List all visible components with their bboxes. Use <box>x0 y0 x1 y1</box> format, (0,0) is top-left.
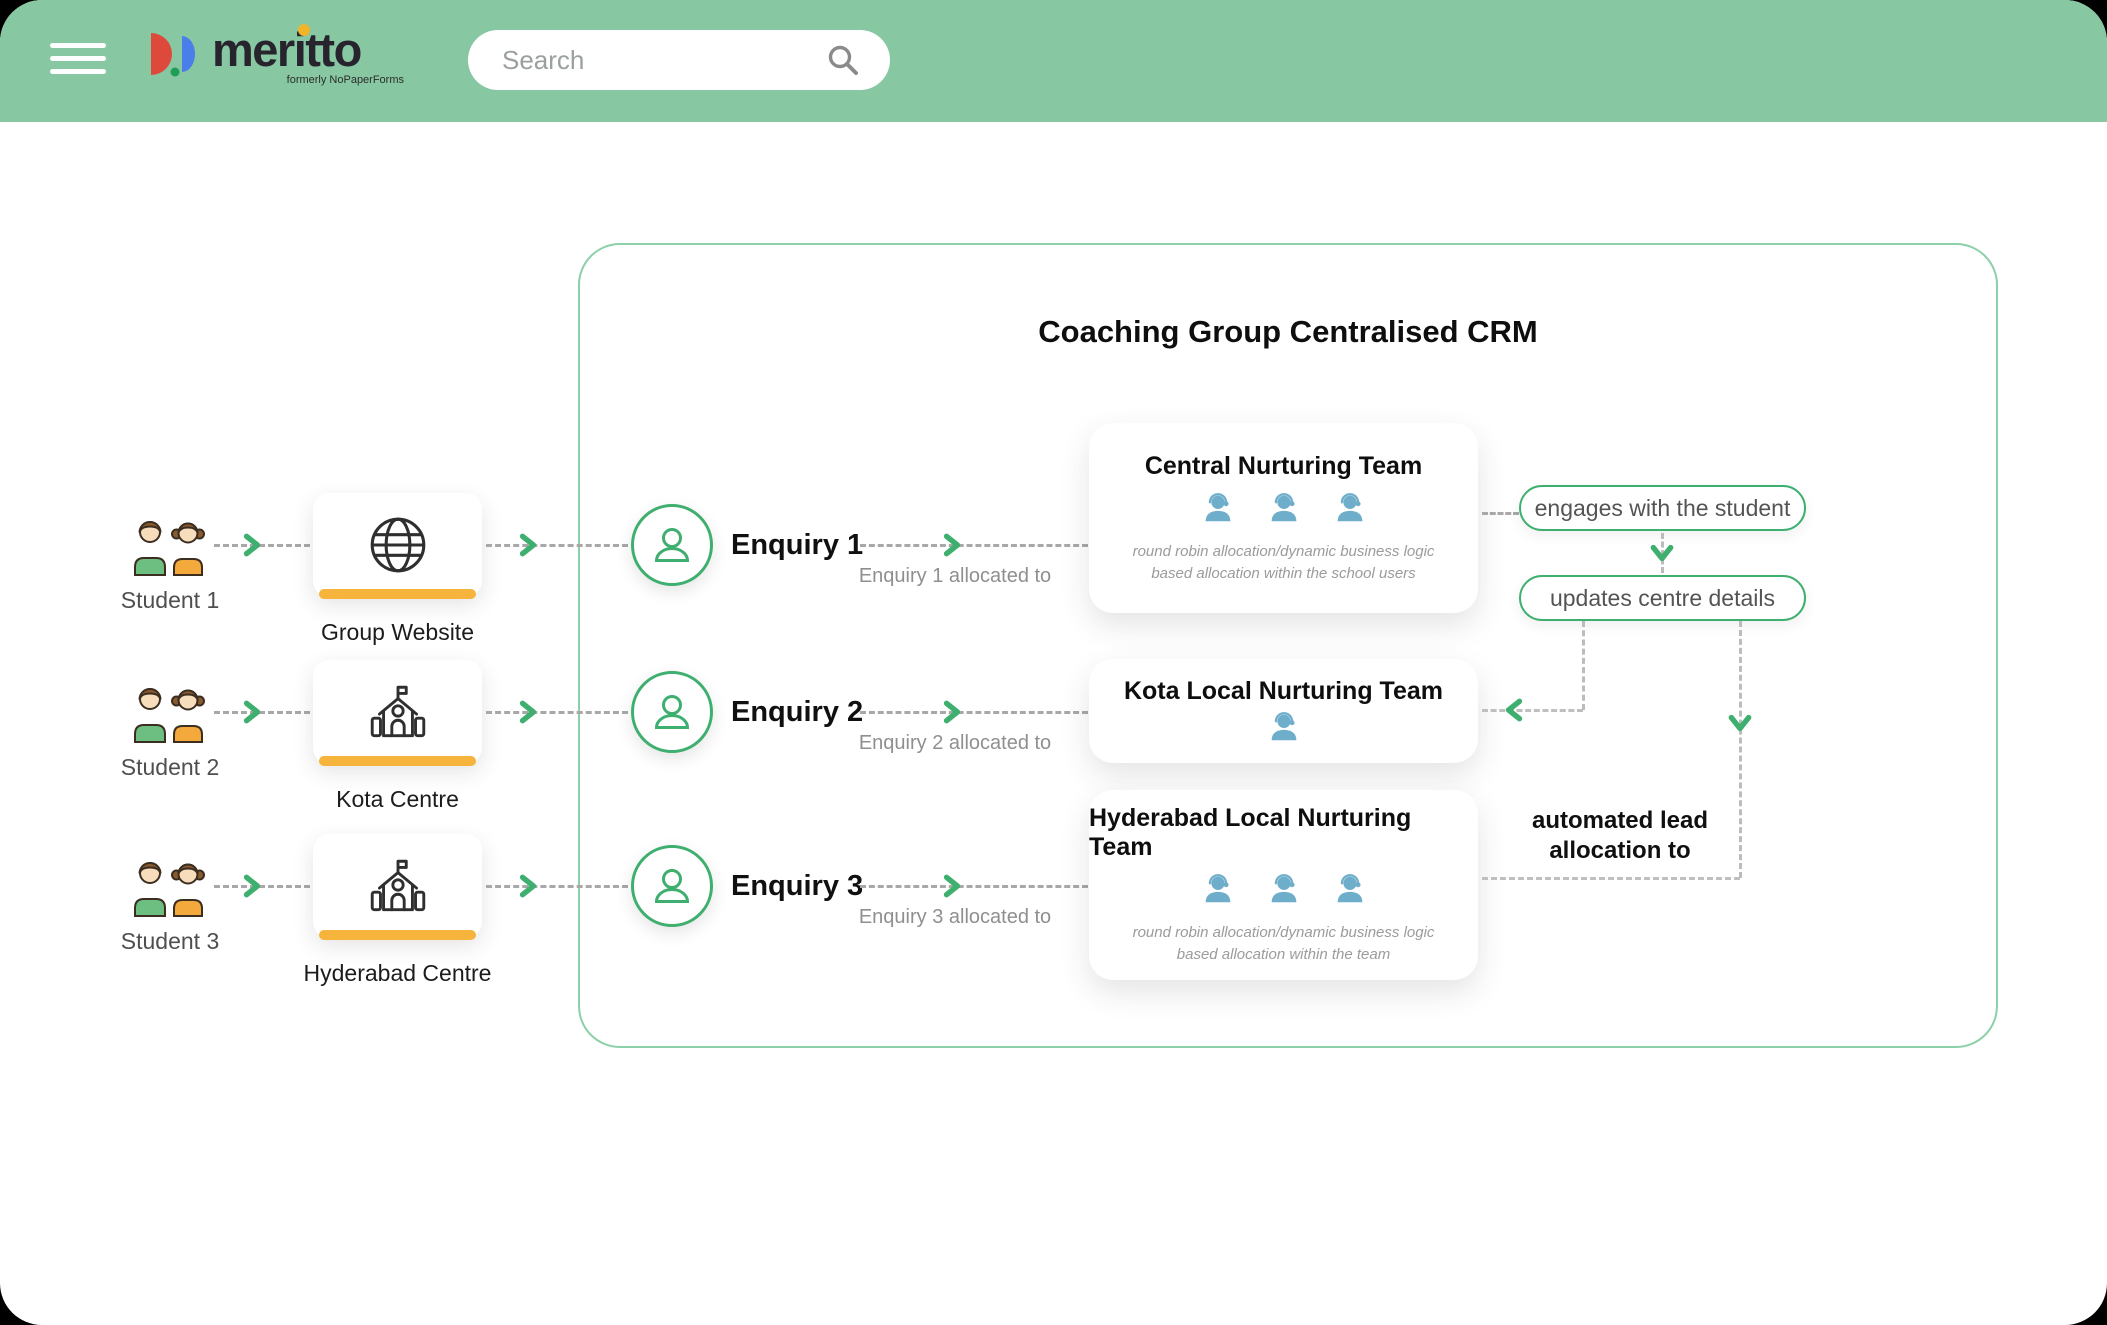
enquiry-label: Enquiry 1 <box>731 529 864 561</box>
team-card: Hyderabad Local Nurturing Team round rob… <box>1089 790 1478 980</box>
headset-icon <box>1337 492 1362 522</box>
team-title: Central Nurturing Team <box>1144 451 1423 480</box>
enquiry-circle <box>631 845 713 927</box>
centre-label: Kota Centre <box>336 786 459 812</box>
person-icon <box>654 869 690 903</box>
flow-dash <box>1482 512 1519 515</box>
team-note: round robin allocation/dynamic business … <box>1132 542 1435 582</box>
globe-icon <box>370 517 425 573</box>
flow-dash <box>1482 877 1740 880</box>
arrow-left-icon <box>1501 697 1527 723</box>
headset-icon <box>1205 492 1230 522</box>
headset-icon <box>1205 874 1230 903</box>
team-note: round robin allocation/dynamic business … <box>1132 924 1435 963</box>
flow-note: automated lead allocation to <box>1500 806 1740 866</box>
arrow-right-icon <box>939 873 965 899</box>
flow-note-line: allocation to <box>1549 837 1691 864</box>
allocation-label: Enquiry 2 allocated to <box>858 732 1052 754</box>
arrow-down-icon <box>1727 710 1753 736</box>
app-header: meritto formerly NoPaperForms <box>0 0 2107 122</box>
search-input[interactable] <box>468 30 890 90</box>
centre-underline <box>319 930 476 940</box>
search-bar <box>468 30 890 90</box>
enquiry-label: Enquiry 2 <box>731 696 864 728</box>
student-label: Student 2 <box>120 754 220 780</box>
student-pair-icon <box>134 688 205 743</box>
team-members <box>1199 870 1369 908</box>
student-label: Student 3 <box>120 928 220 954</box>
person-icon <box>654 528 690 562</box>
person-icon <box>654 695 690 729</box>
logo-mark-icon <box>151 33 195 77</box>
headset-icon <box>1271 874 1296 903</box>
arrow-right-icon <box>939 699 965 725</box>
hamburger-menu-button[interactable] <box>50 43 106 79</box>
flow-dash <box>486 544 628 547</box>
school-icon <box>370 685 425 738</box>
arrow-right-icon <box>239 699 265 725</box>
centre-card <box>313 660 482 766</box>
student-label: Student 1 <box>120 587 220 613</box>
student-pair-icon <box>134 521 205 576</box>
flow-note-line: automated lead <box>1531 807 1709 834</box>
headset-icon <box>1271 711 1296 740</box>
updates-pill: updates centre details <box>1519 575 1806 621</box>
enquiry-label: Enquiry 3 <box>731 870 864 902</box>
allocation-label: Enquiry 3 allocated to <box>858 906 1052 928</box>
hamburger-bar <box>50 69 106 74</box>
headset-icon <box>1271 492 1296 522</box>
team-card: Central Nurturing Team round robin alloc… <box>1089 423 1478 613</box>
arrow-right-icon <box>239 873 265 899</box>
centre-underline <box>319 589 476 599</box>
allocation-label: Enquiry 1 allocated to <box>858 565 1052 587</box>
enquiry-circle <box>631 504 713 586</box>
arrow-right-icon <box>515 532 541 558</box>
flow-dash <box>1582 621 1585 710</box>
headset-icon <box>1337 874 1362 903</box>
brand-logo: meritto formerly NoPaperForms <box>148 23 408 98</box>
centre-label: Hyderabad Centre <box>303 960 492 986</box>
flow-dash <box>214 711 310 714</box>
flow-dash <box>486 711 628 714</box>
team-title: Kota Local Nurturing Team <box>1123 676 1443 705</box>
logo-tagline: formerly NoPaperForms <box>286 74 404 86</box>
centre-card <box>313 493 482 599</box>
flow-dash <box>860 711 1088 714</box>
search-icon[interactable] <box>826 43 860 77</box>
flow-dash <box>214 544 310 547</box>
school-icon <box>370 859 425 912</box>
logo-i-dot <box>298 24 310 36</box>
flow-dash <box>486 885 628 888</box>
arrow-right-icon <box>939 532 965 558</box>
team-members <box>1199 489 1369 527</box>
crm-panel-title: Coaching Group Centralised CRM <box>1038 314 1538 349</box>
centre-label: Group Website <box>321 619 474 645</box>
arrow-right-icon <box>515 699 541 725</box>
hamburger-bar <box>50 56 106 61</box>
enquiry-circle <box>631 671 713 753</box>
flow-dash <box>1661 533 1664 573</box>
centre-card <box>313 834 482 940</box>
logo-text: meritto <box>212 23 362 76</box>
team-title: Hyderabad Local Nurturing Team <box>1089 804 1412 862</box>
engages-pill: engages with the student <box>1519 485 1806 531</box>
flow-dash <box>860 544 1088 547</box>
arrow-down-icon <box>1649 540 1675 566</box>
student-pair-icon <box>134 862 205 917</box>
hamburger-bar <box>50 43 106 48</box>
flow-dash <box>860 885 1088 888</box>
arrow-right-icon <box>515 873 541 899</box>
centre-underline <box>319 756 476 766</box>
team-card: Kota Local Nurturing Team <box>1089 659 1478 763</box>
flow-dash <box>214 885 310 888</box>
flow-dash <box>1739 621 1742 878</box>
arrow-right-icon <box>239 532 265 558</box>
team-members <box>1265 708 1303 746</box>
flow-dash <box>1482 709 1583 712</box>
